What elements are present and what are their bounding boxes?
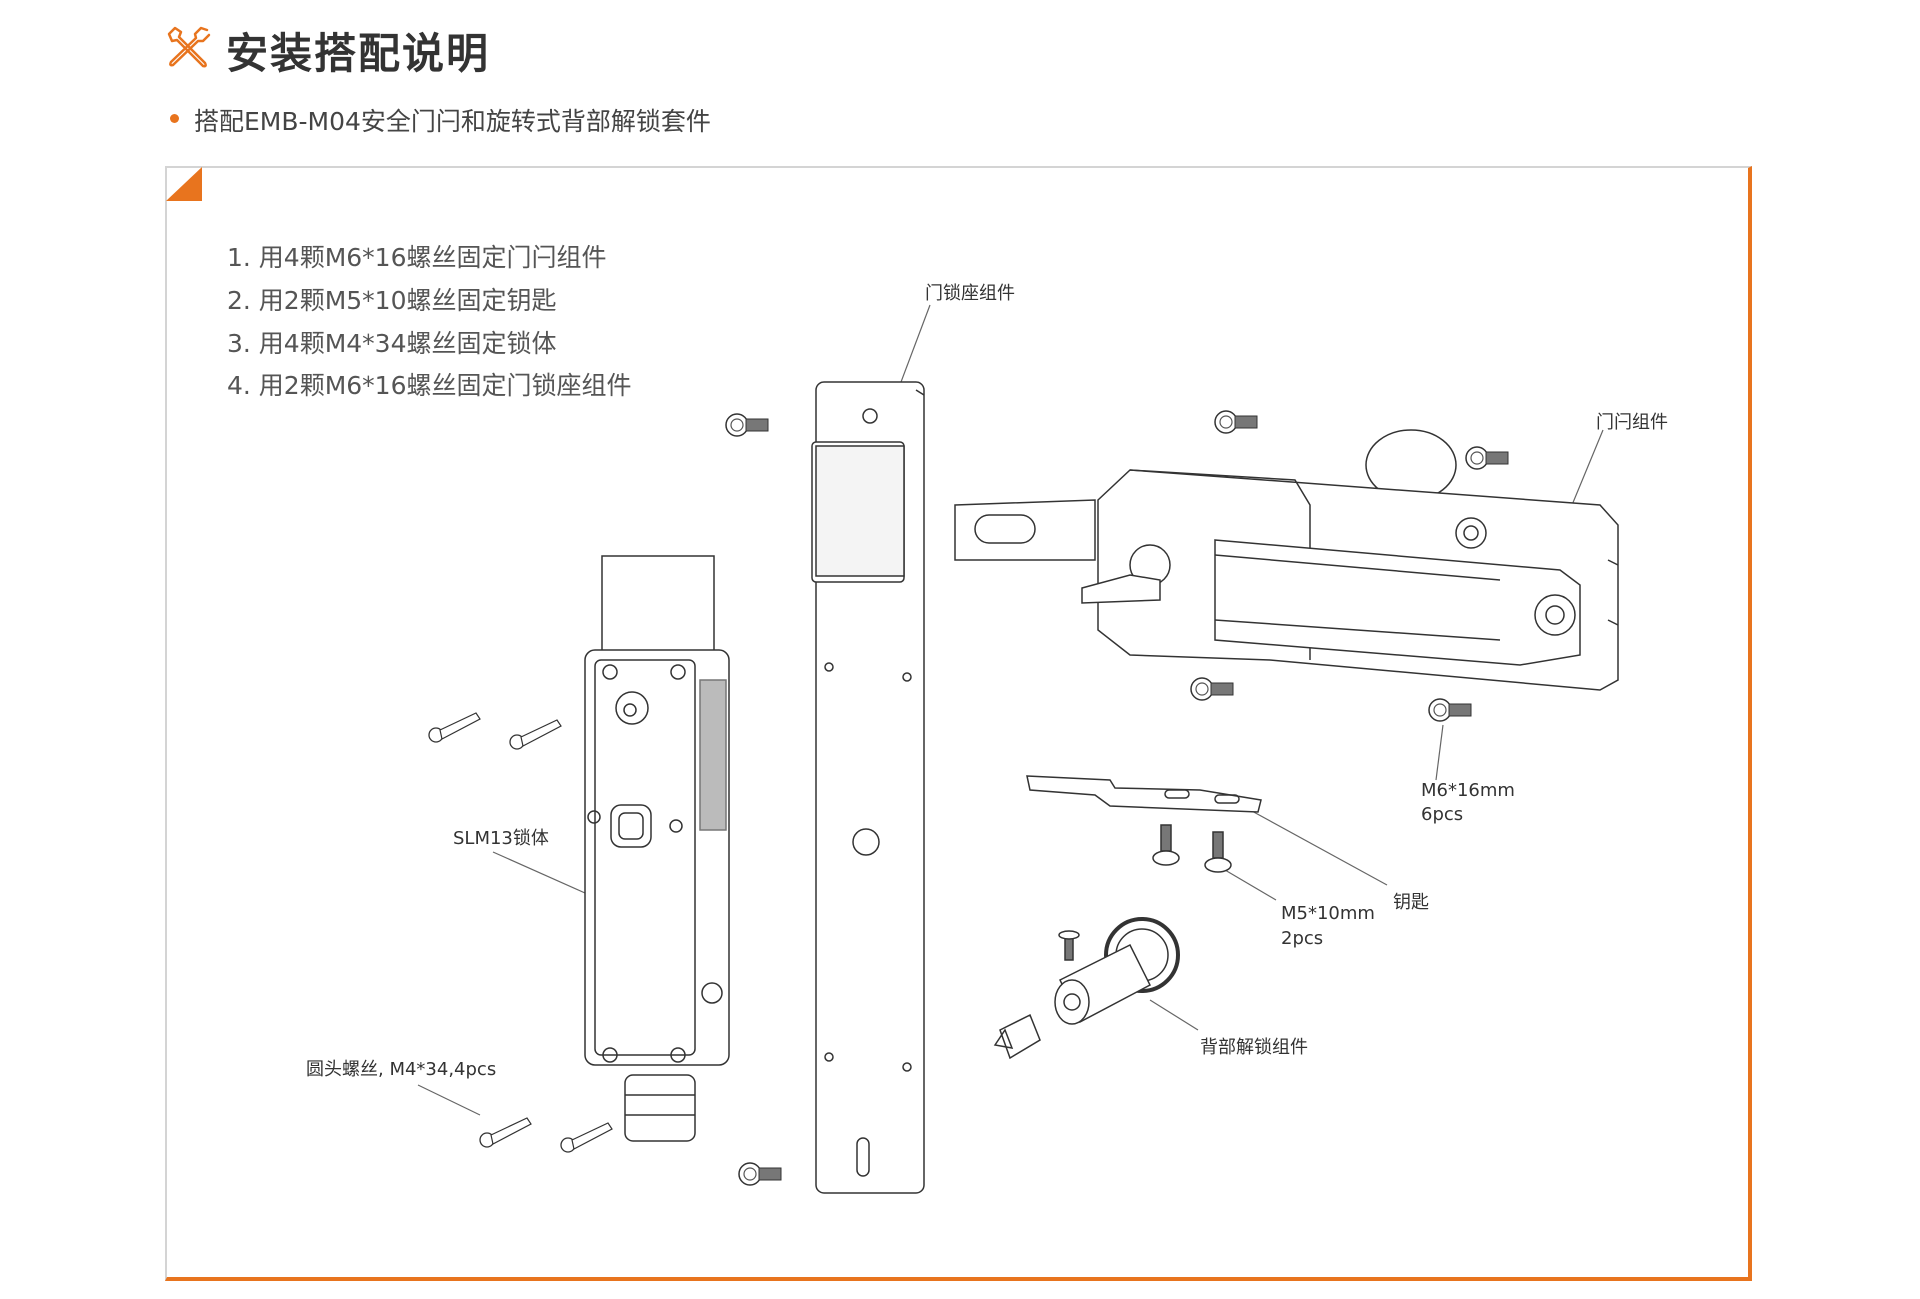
label-round-screw: 圆头螺丝, M4*34,4pcs [306,1059,497,1080]
label-door-bolt: 门闩组件 [1596,412,1668,433]
subtitle: 搭配EMB-M04安全门闩和旋转式背部解锁套件 [194,107,711,136]
door-lock-seat-plate [811,381,925,1194]
label-m6-spec: M6*16mm [1421,780,1515,801]
label-rear-release: 背部解锁组件 [1200,1037,1308,1058]
label-key: 钥匙 [1393,892,1429,913]
lock-body-slm13 [584,555,730,1142]
step-2: 2. 用2颗M5*10螺丝固定钥匙 [227,286,557,315]
tools-icon [167,26,211,68]
door-bolt-assembly [954,429,1619,691]
label-m6-qty: 6pcs [1421,804,1464,825]
bullet-dot [170,114,179,123]
label-m5-qty: 2pcs [1281,928,1324,949]
m5-screws [1152,824,1232,873]
step-4: 4. 用2颗M6*16螺丝固定门锁座组件 [227,371,632,400]
key-part [1026,775,1262,813]
rear-release-assembly [993,917,1180,1060]
label-lock-body: SLM13锁体 [453,828,549,849]
diagram-panel [165,166,1752,1281]
label-m5-spec: M5*10mm [1281,903,1375,924]
label-door-lock-seat: 门锁座组件 [925,283,1015,304]
corner-accent [166,167,202,201]
step-3: 3. 用4颗M4*34螺丝固定锁体 [227,329,557,358]
page-title: 安装搭配说明 [226,29,491,78]
step-1: 1. 用4颗M6*16螺丝固定门闩组件 [227,243,607,272]
leader-lines [417,304,1604,1116]
